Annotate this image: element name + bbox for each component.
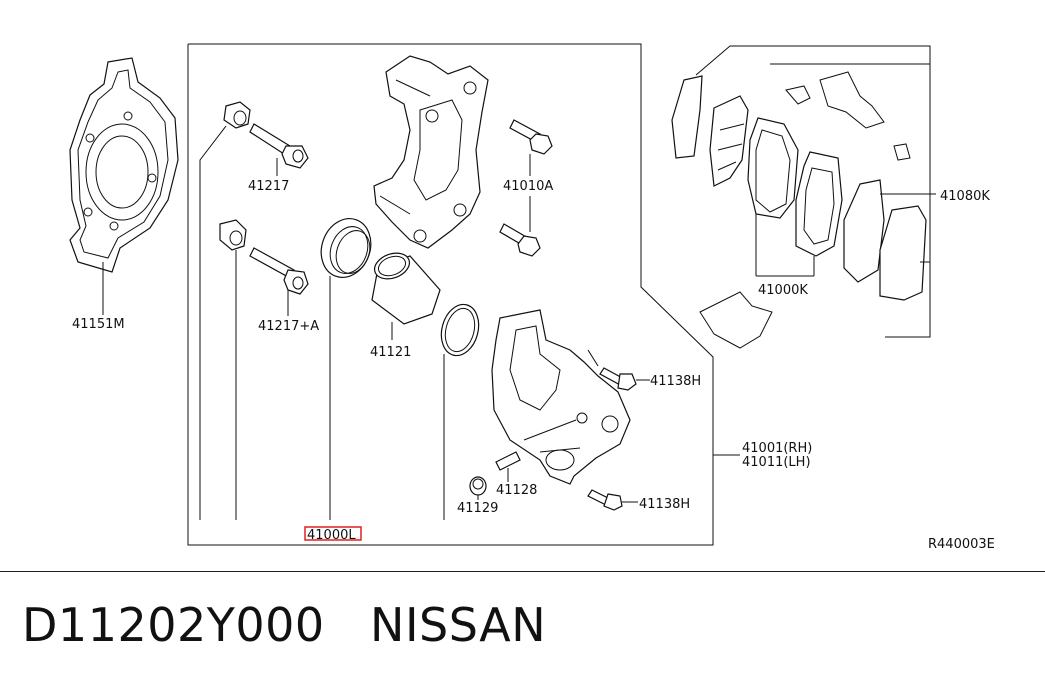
pad-kit-frame — [695, 45, 931, 338]
label-41138H-bottom: 41138H — [639, 497, 690, 512]
label-41217: 41217 — [248, 179, 289, 194]
caliper-bolt-bottom-part — [587, 489, 638, 511]
pad-spring-clips-part — [699, 71, 911, 349]
part-number-caption: D11202Y000 NISSAN — [22, 598, 546, 652]
piston-part — [371, 252, 441, 340]
guide-pin-a-part — [219, 219, 309, 520]
label-41001RH: 41001(RH) — [742, 441, 812, 456]
label-41000K: 41000K — [758, 283, 808, 298]
brand-name: NISSAN — [370, 598, 547, 652]
bracket-bolt-part — [499, 119, 553, 257]
parts-diagram: 41151M 41217 41217+A 41010A 41121 41138H… — [69, 43, 995, 552]
label-41010A: 41010A — [503, 179, 553, 194]
label-41000L: 41000L — [307, 528, 356, 543]
label-41011LH: 41011(LH) — [742, 455, 811, 470]
bleeder-cap-part — [469, 476, 487, 500]
brake-pad-inner-part — [747, 117, 799, 276]
label-41080K: 41080K — [940, 189, 990, 204]
label-41121: 41121 — [370, 345, 411, 360]
dust-shield-part — [69, 57, 179, 315]
piston-seal-part — [320, 218, 372, 520]
guide-pin-part — [199, 101, 309, 520]
label-41151M: 41151M — [72, 317, 125, 332]
label-41129: 41129 — [457, 501, 498, 516]
label-41128: 41128 — [496, 483, 537, 498]
bleeder-screw-part — [495, 451, 521, 482]
label-41217A: 41217+A — [258, 319, 319, 334]
brake-pad-outer-part — [756, 151, 843, 277]
caliper-bolt-top-part — [599, 367, 650, 391]
caliper-body-part — [491, 309, 631, 485]
pad-shim-outer-part — [843, 179, 936, 301]
label-41138H-top: 41138H — [650, 374, 701, 389]
divider — [0, 571, 1045, 572]
piston-boot-part — [440, 303, 480, 520]
shim-part — [671, 75, 749, 187]
diagram-code: R440003E — [928, 537, 995, 552]
highlight-box — [304, 526, 362, 541]
part-number: D11202Y000 — [22, 598, 325, 652]
caliper-kit-frame — [187, 43, 714, 546]
caliper-bracket-part — [373, 55, 489, 249]
